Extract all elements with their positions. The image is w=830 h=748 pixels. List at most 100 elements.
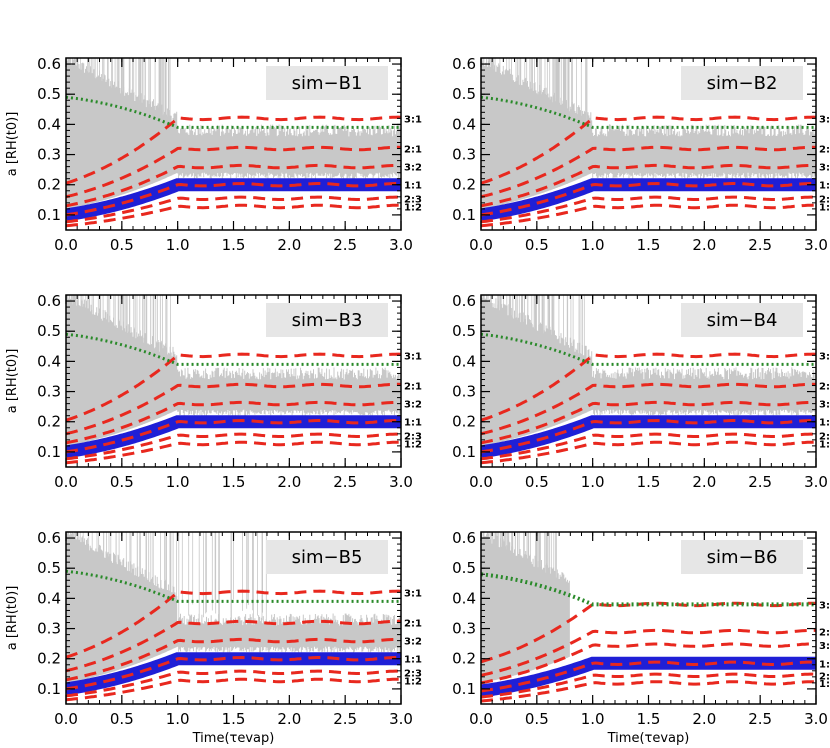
resonance-label: 1:1 (819, 659, 830, 670)
chart-title: sim−B3 (292, 310, 363, 331)
resonance-line-2-1 (481, 382, 816, 436)
y-tick-label: 0.3 (452, 146, 476, 164)
resonance-label: 1:2 (404, 202, 422, 213)
y-tick-label: 0.6 (37, 529, 61, 547)
y-tick-label: 0.1 (452, 680, 476, 698)
x-tick-label: 0.0 (469, 473, 493, 491)
plot-area (66, 58, 401, 228)
dotted-boundary (66, 569, 401, 603)
x-tick-label: 2.5 (748, 473, 772, 491)
y-tick-label: 0.2 (452, 413, 476, 431)
y-tick-label: 0.4 (452, 115, 476, 133)
resonance-label: 1:1 (404, 655, 422, 666)
resonance-label: 2:3 (404, 431, 422, 442)
x-axis-label: Time(τevap) (607, 731, 690, 746)
y-tick-label: 0.6 (452, 55, 476, 73)
resonance-label: 2:1 (404, 382, 422, 393)
resonance-label: 3:2 (819, 641, 830, 652)
y-tick-label: 0.5 (37, 85, 61, 103)
x-tick-label: 1.5 (637, 236, 661, 254)
y-tick-label: 0.5 (452, 85, 476, 103)
chart-title: sim−B4 (707, 310, 778, 331)
resonance-line-3-2 (481, 642, 816, 685)
x-tick-label: 2.5 (333, 710, 357, 728)
resonance-line-1-1 (481, 181, 816, 217)
x-tick-label: 1.5 (222, 473, 246, 491)
x-tick-label: 0.0 (54, 236, 78, 254)
x-tick-label: 2.0 (692, 473, 716, 491)
resonance-line-3-1 (66, 589, 401, 659)
y-tick-label: 0.6 (452, 529, 476, 547)
x-tick-label: 1.5 (637, 473, 661, 491)
x-tick-label: 2.5 (333, 236, 357, 254)
resonance-line-3-2 (481, 163, 816, 208)
resonance-label: 3:1 (404, 114, 422, 125)
title-box (266, 540, 388, 574)
y-tick-label: 0.1 (452, 206, 476, 224)
y-tick-label: 0.4 (452, 352, 476, 370)
y-tick-label: 0.1 (37, 443, 61, 461)
noise-band (481, 295, 816, 446)
noise-spikes (483, 532, 557, 629)
resonance-line-3-2 (66, 400, 401, 445)
dotted-boundary (481, 572, 816, 607)
y-tick-label: 0.3 (37, 620, 61, 638)
y-tick-label: 0.6 (37, 55, 61, 73)
x-tick-label: 0.5 (110, 236, 134, 254)
x-tick-label: 2.5 (333, 473, 357, 491)
resonance-label: 1:2 (819, 679, 830, 690)
resonance-line-3-1 (481, 115, 816, 185)
resonance-line-3-1 (66, 115, 401, 185)
x-tick-label: 3.0 (389, 473, 413, 491)
resonance-label: 1:1 (819, 418, 830, 429)
resonance-line-2-1 (66, 619, 401, 673)
resonance-label: 3:2 (819, 400, 830, 411)
chart-title: sim−B2 (707, 73, 778, 94)
dotted-boundary (66, 332, 401, 366)
x-tick-label: 2.5 (748, 710, 772, 728)
x-tick-label: 0.5 (525, 710, 549, 728)
y-tick-label: 0.2 (37, 650, 61, 668)
resonance-label: 1:1 (404, 418, 422, 429)
resonance-line-3-1 (66, 352, 401, 422)
y-tick-label: 0.1 (37, 680, 61, 698)
y-axis-label: a [RH(t0)] (5, 112, 20, 177)
y-tick-label: 0.4 (37, 352, 61, 370)
resonance-label: 2:1 (404, 145, 422, 156)
noise-spikes (66, 295, 171, 392)
resonance-line-1-1 (481, 660, 816, 693)
resonance-line-3-1 (481, 352, 816, 422)
x-axis-label: Time(τevap) (192, 731, 275, 746)
y-tick-label: 0.5 (37, 559, 61, 577)
title-box (266, 303, 388, 337)
resonance-label: 2:3 (404, 194, 422, 205)
x-tick-label: 2.0 (692, 710, 716, 728)
resonance-line-2-1 (481, 628, 816, 677)
resonance-label: 2:3 (819, 431, 830, 442)
x-tick-label: 3.0 (389, 236, 413, 254)
resonance-label: 3:2 (404, 637, 422, 648)
x-tick-label: 1.5 (637, 710, 661, 728)
y-tick-label: 0.3 (37, 146, 61, 164)
plot-area (481, 58, 816, 228)
y-tick-label: 0.2 (452, 650, 476, 668)
x-tick-label: 0.0 (54, 473, 78, 491)
y-tick-label: 0.1 (37, 206, 61, 224)
y-tick-label: 0.6 (37, 292, 61, 310)
resonance-line-2-1 (481, 145, 816, 199)
x-tick-label: 3.0 (804, 710, 828, 728)
x-tick-label: 1.0 (166, 236, 190, 254)
y-tick-label: 0.1 (452, 443, 476, 461)
noise-band (66, 532, 401, 683)
resonance-label: 1:2 (404, 676, 422, 687)
chart-title: sim−B6 (707, 547, 778, 568)
noise-band (66, 58, 401, 209)
x-tick-label: 0.0 (54, 710, 78, 728)
x-tick-label: 2.0 (277, 236, 301, 254)
y-axis-label: a [RH(t0)] (5, 586, 20, 651)
